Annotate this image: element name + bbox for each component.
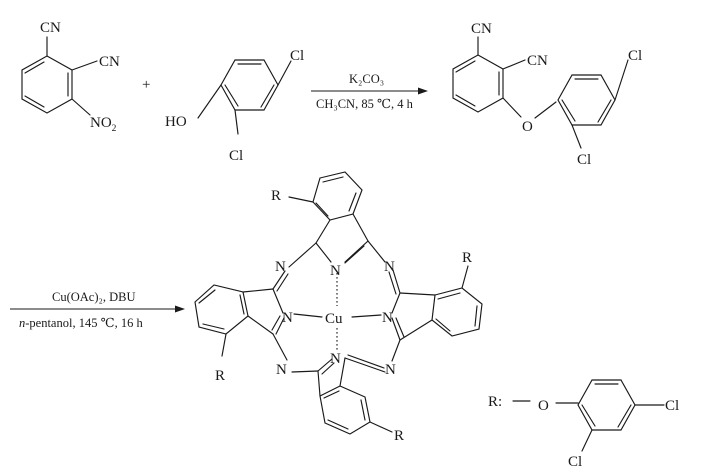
arrow2-reagent: Cu(OAc)₂, DBU: [52, 290, 136, 304]
pc-n-aza-top-right: N: [384, 259, 395, 275]
r-group-cl-bottom: Cl: [568, 454, 582, 470]
reactant2-ho: HO: [165, 114, 187, 130]
pc-n-aza-bottom-left: N: [276, 362, 287, 378]
pc-r-right: R: [462, 250, 472, 266]
plus-sign: +: [142, 77, 150, 93]
r-group-bonds: [512, 379, 665, 452]
intermediate-o: O: [522, 119, 533, 135]
intermediate-cn-right: CN: [527, 53, 548, 69]
r-group-definition: R: O Cl Cl: [488, 379, 679, 470]
intermediate-phthalonitrile: CN CN O Cl Cl: [452, 21, 642, 168]
product-copper-phthalocyanine: R R R R N N N N N N N N Cu: [194, 171, 483, 444]
reactant2-cl-top: Cl: [290, 48, 304, 64]
reactant-2-4-dichlorophenol: Cl HO Cl: [165, 48, 304, 164]
reaction-arrow-2: [10, 305, 185, 313]
pc-n-inner-right: N: [382, 310, 393, 326]
pc-r-top: R: [271, 188, 281, 204]
reaction-arrow-1: [311, 87, 428, 95]
intermediate-cl-top: Cl: [628, 48, 642, 64]
arrow2-conditions: n-pentanol, 145 ℃, 16 h: [19, 316, 143, 330]
arrow1-reagent: K₂CO₃: [349, 72, 384, 86]
r-group-o: O: [538, 398, 549, 414]
r-group-cl-right: Cl: [665, 398, 679, 414]
reactant2-cl-bottom: Cl: [229, 148, 243, 164]
pc-n-aza-top-left: N: [275, 259, 286, 275]
arrow1-conditions: CH₃CN, 85 ℃, 4 h: [316, 97, 414, 111]
pc-n-inner-bottom: N: [330, 351, 341, 367]
pc-n-inner-top: N: [330, 263, 341, 279]
phthalocyanine-bonds: [194, 171, 483, 435]
pc-n-aza-bottom-right: N: [385, 362, 396, 378]
reactant1-cn-right: CN: [99, 54, 120, 70]
reactant2-ring: [197, 59, 292, 135]
reactant-3-nitrophthalonitrile: CN CN NO2: [21, 20, 120, 134]
intermediate-cl-bottom: Cl: [577, 152, 591, 168]
intermediate-cn-top: CN: [471, 21, 492, 37]
reactant1-cn-top: CN: [40, 20, 61, 36]
intermediate-rings: [452, 36, 629, 149]
reactant1-no2: NO2: [90, 115, 117, 134]
reactant1-ring: [21, 36, 98, 116]
r-group-label: R:: [488, 394, 502, 410]
pc-r-left: R: [215, 368, 225, 384]
pc-n-inner-left: N: [282, 310, 293, 326]
pc-cu-center: Cu: [325, 311, 343, 327]
pc-r-bottom: R: [394, 428, 404, 444]
